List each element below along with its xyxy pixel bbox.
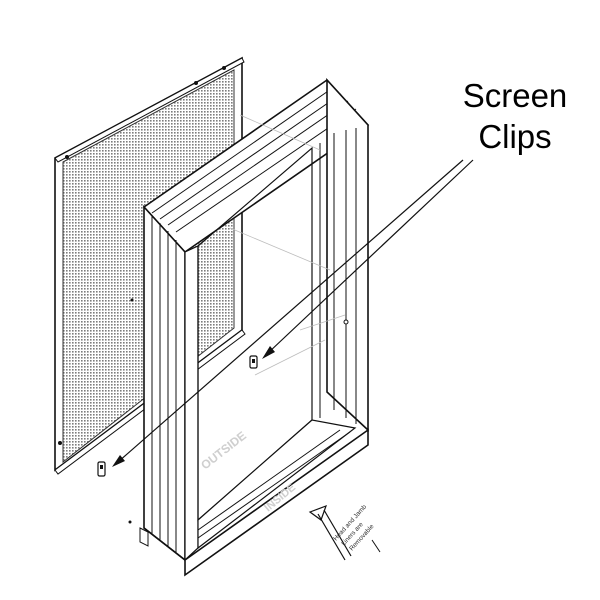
screen-clip-upper-icon bbox=[249, 355, 258, 369]
leader-arrow-lower bbox=[112, 159, 464, 467]
construction-lines bbox=[229, 114, 346, 376]
inside-direction-arrow-icon bbox=[308, 504, 381, 561]
leader-arrow-upper bbox=[262, 159, 474, 359]
frame-hole-icon bbox=[343, 319, 349, 325]
callout-title-line-2: Clips bbox=[478, 118, 552, 155]
callout-title-line-1: Screen bbox=[462, 77, 568, 114]
screen-clip-lower-icon bbox=[97, 461, 106, 477]
outside-label: OUTSIDE bbox=[198, 428, 249, 472]
window-frame bbox=[128, 77, 370, 577]
